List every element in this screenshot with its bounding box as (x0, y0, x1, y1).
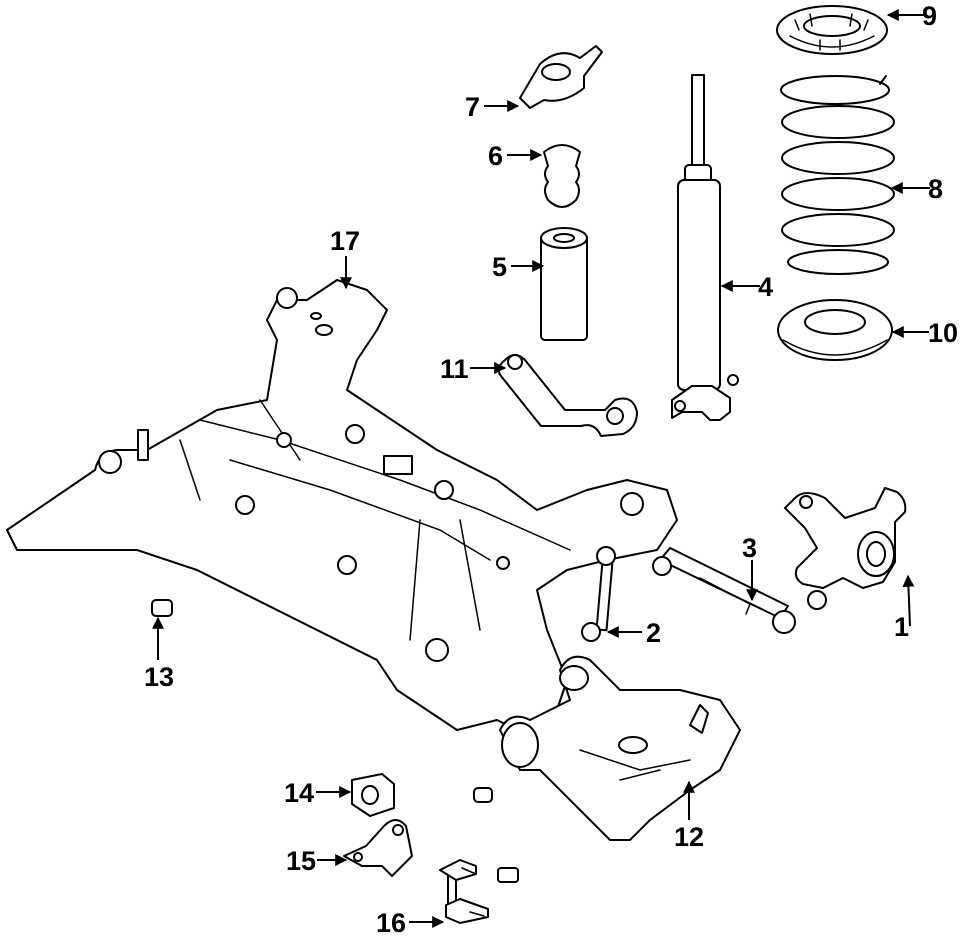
leader-lines (152, 9, 930, 928)
part-10-lower-spring-seat (777, 299, 893, 361)
part-2-link (581, 546, 616, 642)
callout-17: 17 (330, 226, 360, 256)
callout-14: 14 (284, 778, 314, 808)
callout-10: 10 (928, 318, 958, 348)
part-6-bump-stop (543, 144, 581, 208)
part-4-shock-absorber (671, 74, 739, 421)
part-3-lateral-arm (652, 547, 796, 634)
callout-12: 12 (674, 822, 704, 852)
callout-3: 3 (742, 533, 757, 563)
part-15-bracket (343, 819, 413, 877)
callout-6: 6 (488, 141, 503, 171)
callout-4: 4 (758, 272, 773, 302)
part-12-lower-control-arm (499, 655, 741, 841)
part-17-rear-subframe (6, 279, 678, 731)
part-9-upper-spring-seat (776, 5, 888, 55)
callout-13: 13 (144, 662, 174, 692)
callout-11: 11 (440, 354, 469, 384)
callout-5: 5 (492, 252, 507, 282)
part-1-knuckle (784, 487, 907, 610)
callout-7: 7 (465, 92, 480, 122)
callout-numbers: 1 2 3 4 5 6 7 8 9 10 11 12 13 14 15 16 1… (144, 1, 958, 938)
part-16-end-link (439, 859, 489, 924)
part-5-dust-boot (540, 227, 588, 341)
callout-16: 16 (376, 908, 406, 938)
callout-2: 2 (646, 618, 661, 648)
part-11-upper-control-arm (497, 354, 638, 437)
part-14-bushing (351, 773, 395, 817)
part-13-stabilizer-bar (0, 563, 571, 883)
part-8-coil-spring (780, 75, 895, 275)
callout-8: 8 (928, 174, 943, 204)
callout-9: 9 (922, 1, 937, 31)
callout-1: 1 (894, 612, 909, 642)
part-7-top-mount (519, 45, 603, 109)
callout-15: 15 (286, 846, 316, 876)
